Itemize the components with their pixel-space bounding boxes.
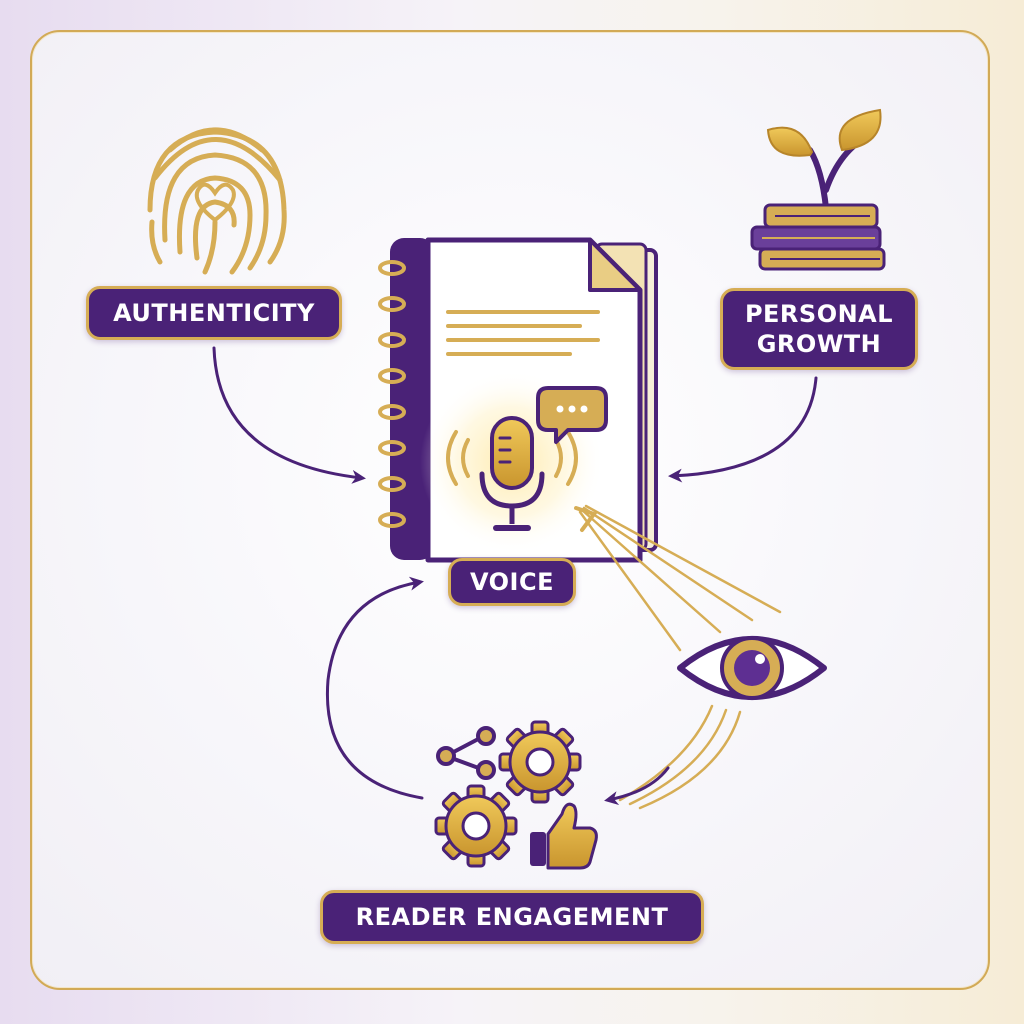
share-icon [436, 726, 496, 780]
voice-label: VOICE [448, 558, 576, 606]
eye-icon [677, 636, 827, 700]
personal-growth-label-line2: GROWTH [756, 330, 882, 358]
gear-icon [498, 720, 582, 804]
voice-label-text: VOICE [470, 568, 554, 596]
authenticity-label-text: AUTHENTICITY [113, 299, 315, 327]
arrow-engagement-to-voice [325, 576, 424, 800]
reader-engagement-label: READER ENGAGEMENT [320, 890, 704, 944]
plant-on-books-icon [750, 108, 886, 271]
speech-bubble-icon [536, 386, 608, 444]
fingerprint-heart-icon [147, 127, 287, 275]
personal-growth-label-line1: PERSONAL [744, 300, 894, 328]
gear-icon [434, 784, 518, 868]
arrow-authenticity-to-voice [212, 346, 366, 484]
thumbs-up-icon [530, 802, 598, 870]
eye-beams [574, 504, 782, 652]
personal-growth-label: PERSONAL GROWTH [720, 288, 918, 370]
authenticity-label: AUTHENTICITY [86, 286, 342, 340]
arrow-growth-to-voice [668, 376, 818, 483]
arrow-eye-to-engagement [604, 766, 670, 806]
eye-engagement-beams [618, 704, 742, 810]
reader-engagement-label-text: READER ENGAGEMENT [355, 903, 669, 931]
flow-arrows [212, 346, 818, 806]
